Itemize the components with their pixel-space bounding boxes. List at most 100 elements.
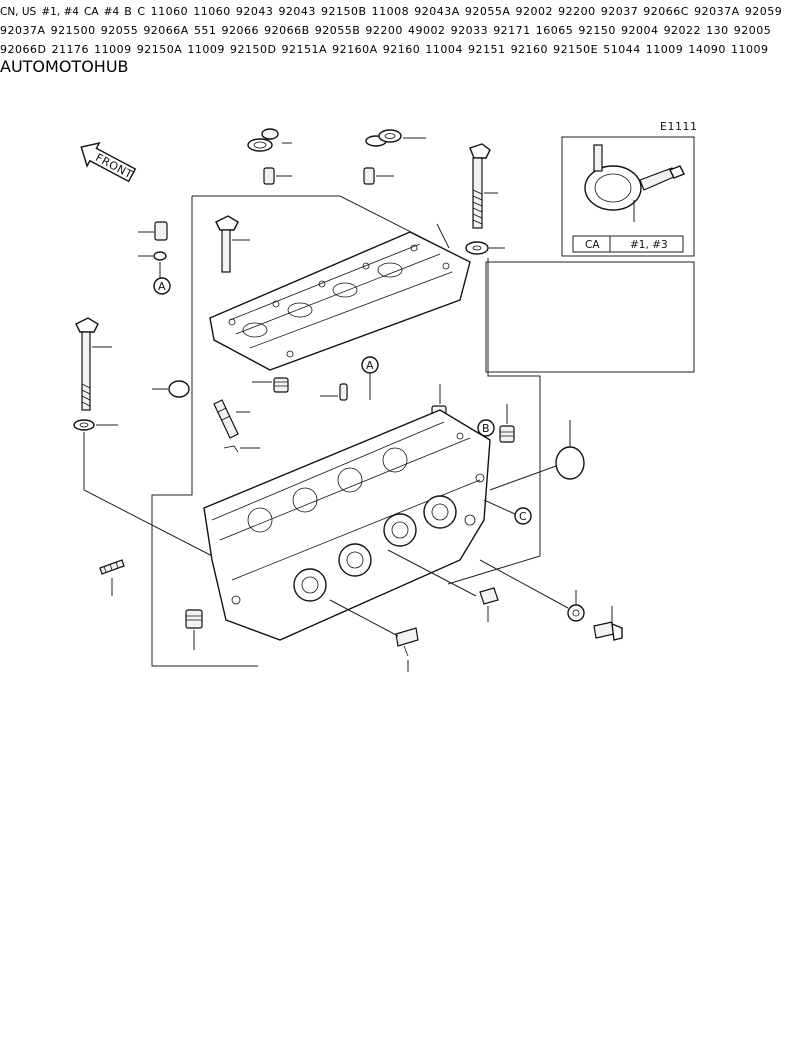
cylinder-head <box>203 409 491 641</box>
callout-a-left-text: A <box>158 280 166 293</box>
label-92160-upper: 92160 <box>382 43 421 56</box>
dowel-92043-left <box>263 167 275 185</box>
callout-b-low-text: B <box>124 5 133 18</box>
clamp-92037A-upper: B C <box>0 0 782 76</box>
dowel-92043A <box>154 221 168 241</box>
label-92150D: 92150D <box>229 43 277 56</box>
oring-92055A <box>153 251 167 261</box>
oring-92055B <box>555 446 585 480</box>
label-11060-right: 11060 <box>193 5 231 18</box>
bolt-92002 <box>215 215 239 273</box>
bolt-130 <box>593 621 623 641</box>
label-92171: 92171 <box>493 24 531 37</box>
label-11060-left: 11060 <box>150 5 189 18</box>
label-92150-left: 921500 <box>50 24 96 37</box>
detail-box-vacuum <box>485 261 695 373</box>
hose-92059: B C <box>0 0 782 76</box>
callout-c-low-text: C <box>137 5 146 18</box>
label-11009-lower-left: 11009 <box>730 43 769 56</box>
label-92055: 92055 <box>100 24 139 37</box>
holder-92037 <box>584 144 685 211</box>
label-130: 130 <box>706 24 729 37</box>
callout-c-mid-text: C <box>519 510 527 523</box>
fitting-92005 <box>479 587 499 605</box>
bolt-92150B <box>469 143 491 229</box>
tensioner-49002 <box>213 399 239 439</box>
watermark-auto: AUTO <box>0 57 46 76</box>
label-51044: 51044 <box>603 43 641 56</box>
watermark-hub: HUB <box>93 57 129 76</box>
table-top-col2: #1, #3 <box>630 239 668 251</box>
label-92022: 92022 <box>663 24 702 37</box>
clip-92033 <box>223 445 239 453</box>
seal-11060-right <box>365 129 402 147</box>
plug-92066B <box>499 425 515 443</box>
callout-a-left <box>153 277 171 295</box>
label-92150B: 92150B <box>321 5 367 18</box>
diagram-code: E1111 <box>660 120 697 133</box>
label-92160-lower: 92160 <box>510 43 549 56</box>
label-92066: 92066 <box>221 24 260 37</box>
callout-c-mid <box>514 507 532 525</box>
label-92151A: 92151A <box>281 43 328 56</box>
sensor-21176 <box>395 627 419 657</box>
table-mid-r1c1: CN, US <box>0 6 37 18</box>
bolt-92150 <box>75 317 99 411</box>
table-mid: CN, US #1, #4 CA #4 <box>0 0 124 19</box>
label-92005: 92005 <box>733 24 772 37</box>
label-92150A: 92150A <box>136 43 183 56</box>
detail-box-92037 <box>561 136 695 257</box>
label-92002: 92002 <box>515 5 554 18</box>
table-mid-r2c2: #4 <box>103 6 120 18</box>
label-21176: 21176 <box>51 43 90 56</box>
label-92059: 92059 <box>744 5 783 18</box>
label-11004: 11004 <box>425 43 463 56</box>
pin-551 <box>339 383 348 401</box>
label-92043-left: 92043 <box>235 5 274 18</box>
label-11008: 11008 <box>371 5 410 18</box>
callout-b-mid-text: B <box>482 422 490 435</box>
label-92037A-lower: 92037A <box>0 24 46 37</box>
washer-92200-top <box>465 241 489 255</box>
camshaft-cap-11008 <box>209 231 471 371</box>
label-551: 551 <box>193 24 217 37</box>
label-92151: 92151 <box>467 43 506 56</box>
table-top-col1: CA <box>585 239 600 251</box>
washer-92022 <box>567 604 585 622</box>
callout-c-low: C 11060 11060 92043 92043 92150B 11008 9… <box>0 0 782 76</box>
label-11009-lower-right: 11009 <box>645 43 684 56</box>
label-14090: 14090 <box>688 43 726 56</box>
callout-a-mid-text: A <box>366 359 374 372</box>
label-92066C: 92066C <box>643 5 689 18</box>
label-92150E: 92150E <box>553 43 599 56</box>
label-92043A: 92043A <box>414 5 460 18</box>
label-92033: 92033 <box>450 24 489 37</box>
label-92043-right: 92043 <box>278 5 316 18</box>
clamp-92037A-lower: B C <box>0 0 782 76</box>
front-arrow-icon: FRONT <box>80 142 137 183</box>
label-92200-left: 92200 <box>365 24 403 37</box>
label-11009-upper: 11009 <box>94 43 132 56</box>
oring-92055 <box>168 380 190 398</box>
label-92066D: 92066D <box>0 43 47 56</box>
seal-11060-left <box>247 128 279 152</box>
label-92066B: 92066B <box>264 24 310 37</box>
callout-b-low: B C <box>0 0 782 76</box>
label-92055B: 92055B <box>314 24 361 37</box>
label-92160A: 92160A <box>332 43 378 56</box>
label-92150-right: 92150 <box>578 24 616 37</box>
stud-92004 <box>99 559 125 575</box>
label-92200-top: 92200 <box>558 5 596 18</box>
label-92037A-upper: 92037A <box>694 5 740 18</box>
callout-b-mid <box>477 419 495 437</box>
spring-92066A <box>273 377 289 393</box>
label-16065: 16065 <box>535 24 574 37</box>
dowel-92043-right <box>363 167 375 185</box>
watermark-text: AUTOMOTOHUB <box>0 57 129 76</box>
label-92037: 92037 <box>600 5 639 18</box>
table-mid-r1c2: #1, #4 <box>41 6 79 18</box>
table-mid-r2c1: CA <box>84 6 99 18</box>
label-92004: 92004 <box>620 24 659 37</box>
label-92066A: 92066A <box>143 24 189 37</box>
